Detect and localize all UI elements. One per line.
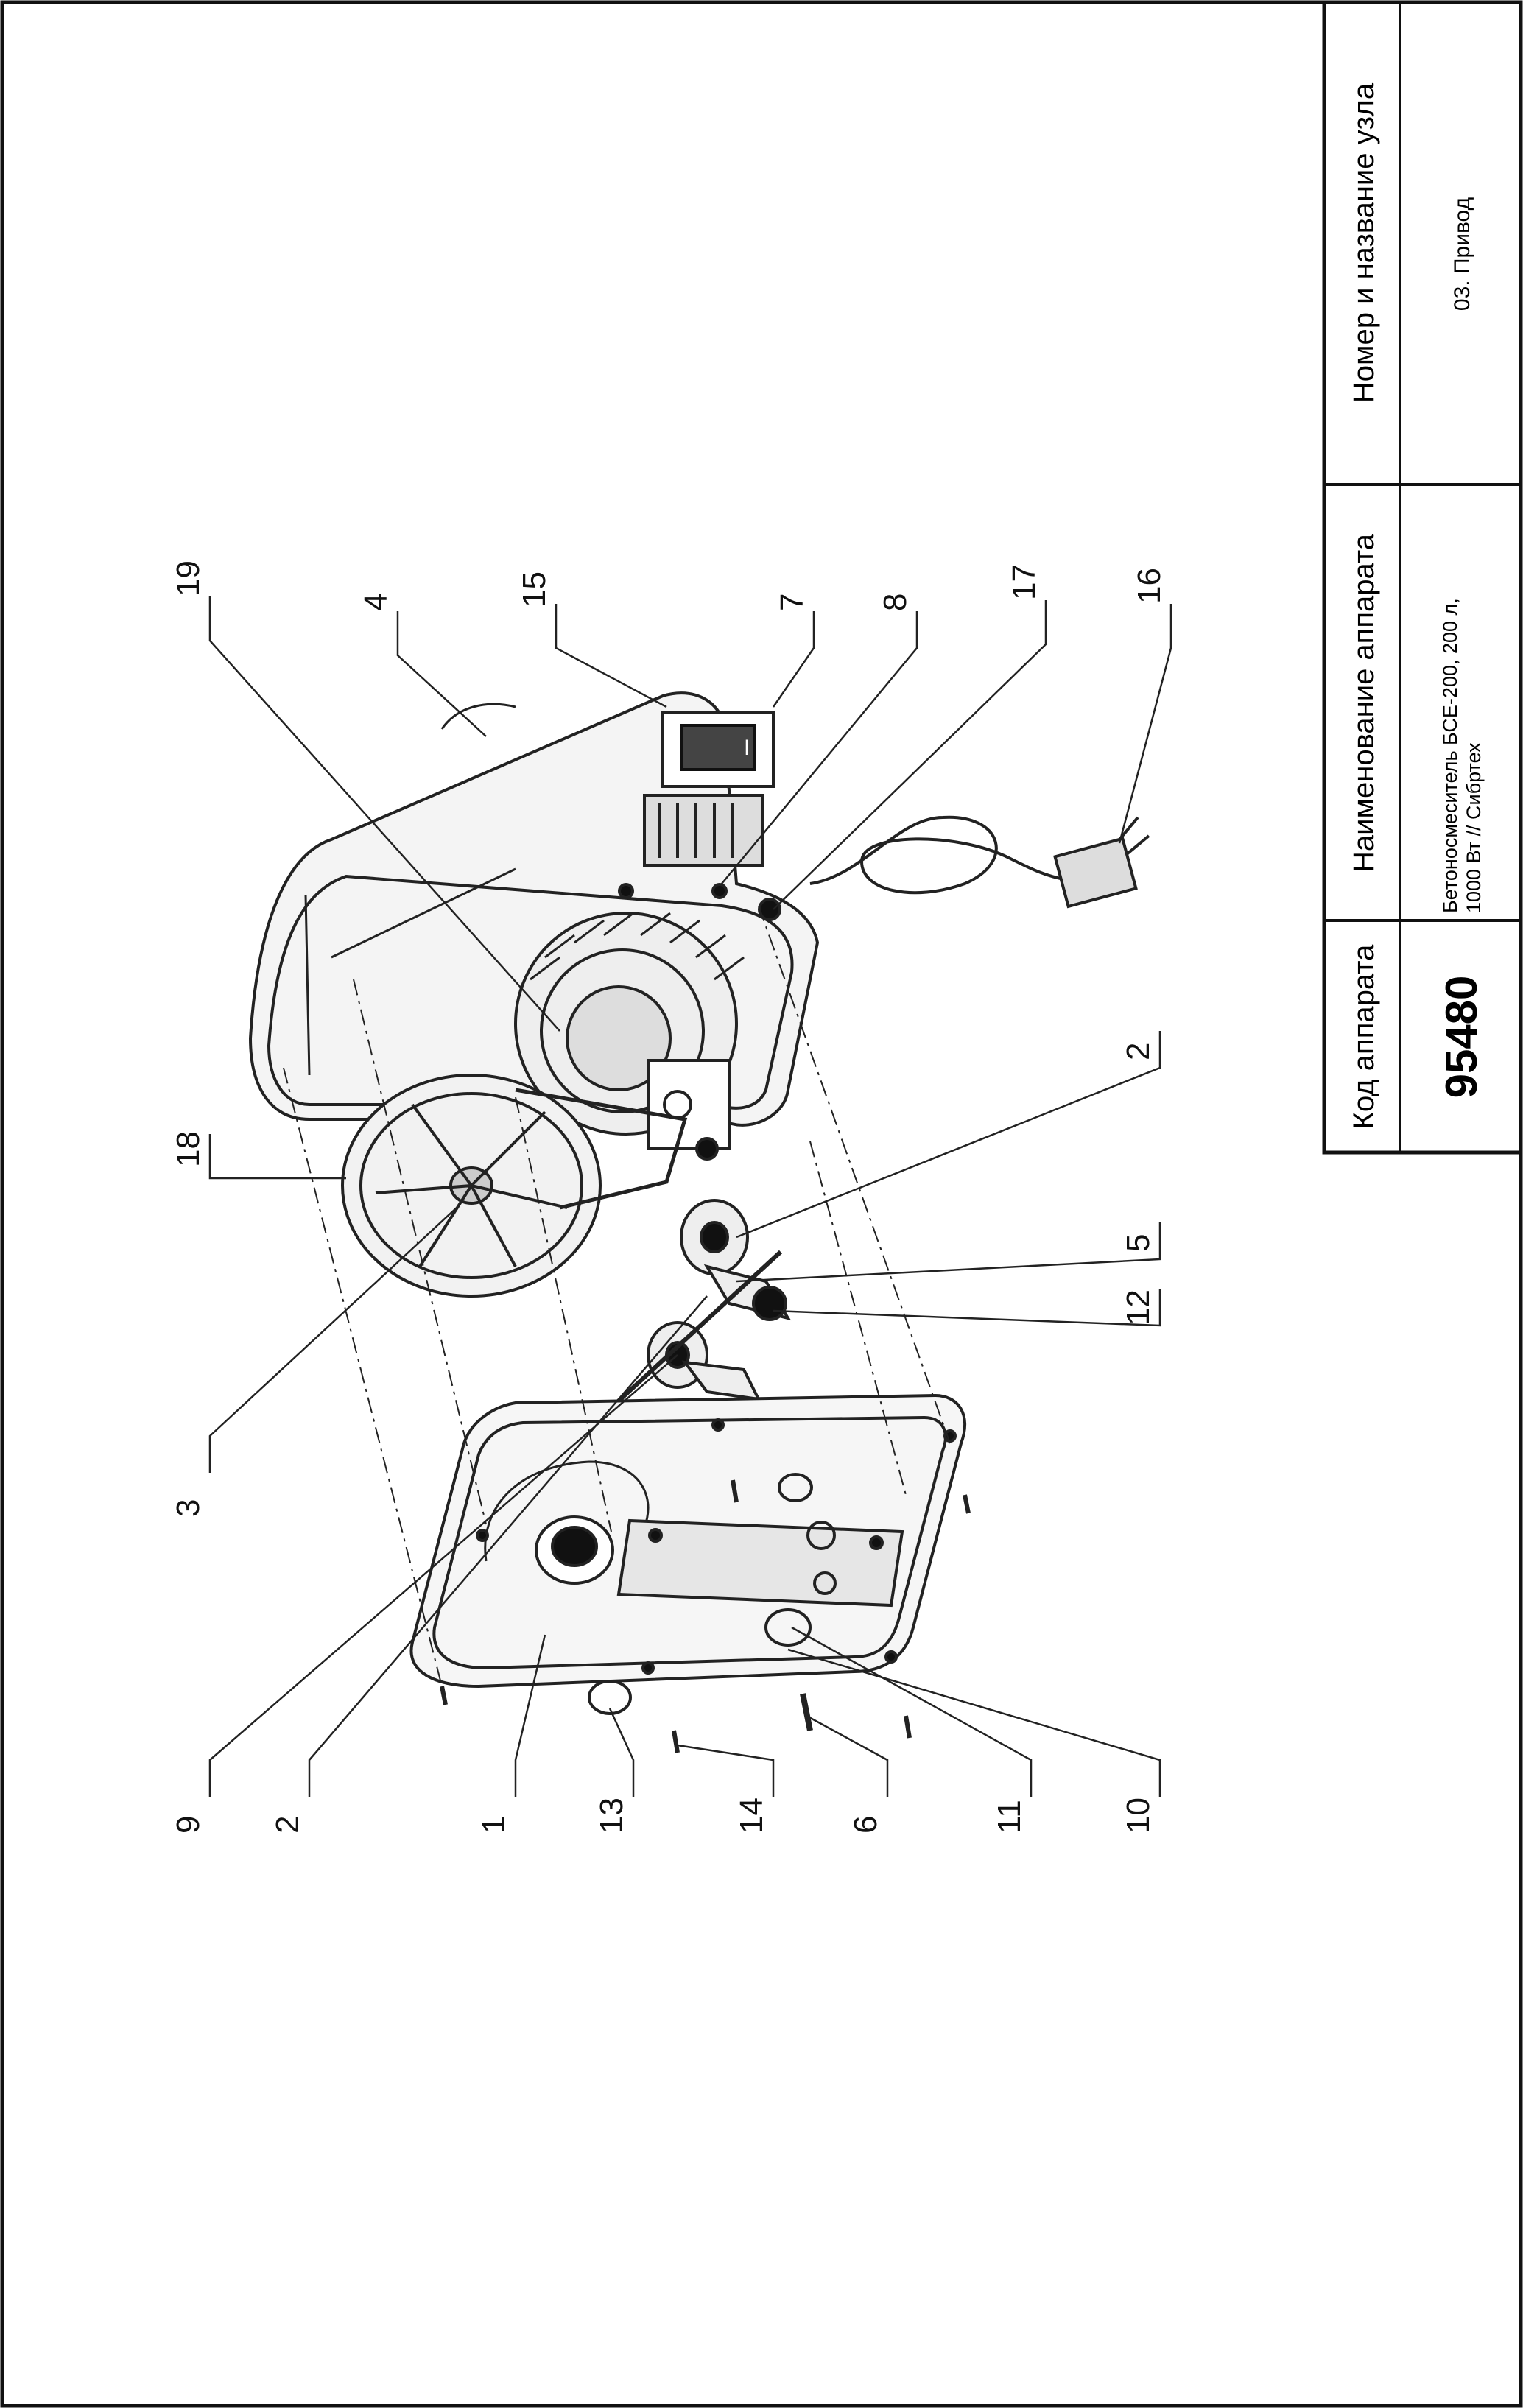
- name-header: Наименование аппарата: [1348, 533, 1380, 873]
- unit-header: Номер и название узла: [1348, 82, 1380, 403]
- callout-7: 7: [774, 594, 810, 611]
- unit-value: 03. Привод: [1450, 197, 1474, 311]
- callout-8: 8: [877, 594, 913, 611]
- name-value-line1: Бетоносмеситель БСЕ-200, 200 л,: [1439, 598, 1461, 913]
- small-parts: [440, 1479, 971, 1753]
- callout-1: 1: [476, 1816, 512, 1834]
- title-block: Номер и название узла Наименование аппар…: [1322, 0, 1523, 1155]
- code-value: 95480: [1437, 976, 1486, 1099]
- bearings: [594, 1199, 792, 1423]
- callout-6: 6: [848, 1816, 884, 1834]
- callout-9: 9: [170, 1816, 206, 1834]
- motor: [514, 912, 745, 1161]
- callout-10: 10: [1120, 1798, 1156, 1834]
- name-value-line2: 1000 Вт // Сибртех: [1463, 742, 1485, 913]
- back-plate: [409, 1393, 966, 1689]
- callout-2-top: 2: [1120, 1043, 1156, 1060]
- switch-label: I: [744, 736, 750, 760]
- callout-4: 4: [358, 594, 394, 611]
- power-cable: [809, 815, 1150, 909]
- exploded-drawing: I: [248, 691, 1150, 1753]
- callout-5: 5: [1120, 1234, 1156, 1252]
- callout-11: 11: [991, 1800, 1027, 1834]
- callout-19: 19: [170, 560, 206, 596]
- pulley: [341, 1074, 688, 1298]
- callouts: [208, 596, 1172, 1797]
- callout-14: 14: [734, 1798, 770, 1834]
- callout-16: 16: [1131, 568, 1167, 604]
- callout-2-bottom: 2: [270, 1816, 306, 1834]
- assembly-lines: [283, 905, 951, 1687]
- callout-18: 18: [170, 1131, 206, 1167]
- callout-15: 15: [516, 571, 552, 608]
- callout-12: 12: [1120, 1289, 1156, 1326]
- callout-labels: 19 4 15 7 8 17 16 18 2 5 12 3 9 2 1 13 1…: [170, 560, 1167, 1834]
- callout-17: 17: [1006, 564, 1042, 600]
- code-header: Код аппарата: [1348, 944, 1380, 1129]
- callout-3: 3: [170, 1499, 206, 1517]
- callout-13: 13: [594, 1798, 630, 1834]
